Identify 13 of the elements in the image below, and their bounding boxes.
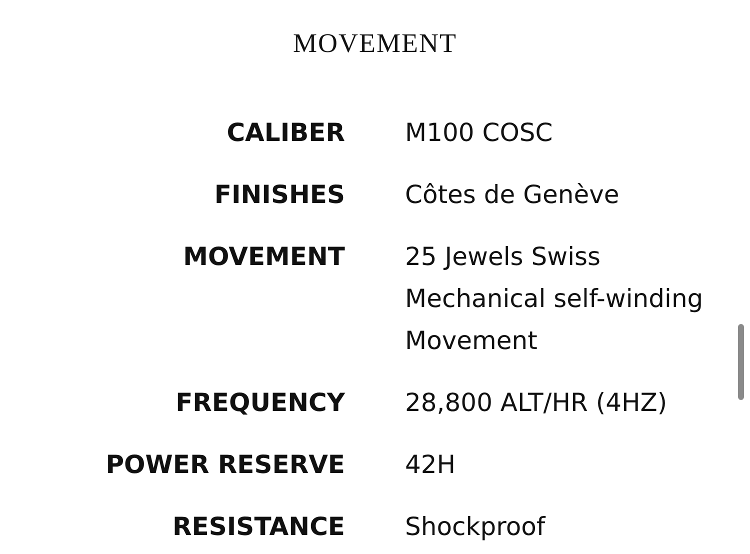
section-heading: MOVEMENT	[293, 28, 457, 59]
spec-label: FINISHES	[214, 179, 345, 211]
spec-label: CALIBER	[226, 117, 345, 149]
spec-value: 28,800 ALT/HR (4HZ)	[405, 387, 668, 419]
spec-label: FREQUENCY	[176, 387, 345, 419]
spec-value: 42H	[405, 449, 456, 481]
spec-label: MOVEMENT	[183, 241, 345, 273]
spec-label: RESISTANCE	[172, 511, 345, 543]
spec-value: Côtes de Genève	[405, 179, 620, 211]
spec-value: M100 COSC	[405, 117, 553, 149]
spec-value: 25 Jewels Swiss Mechanical self-winding Movement	[405, 241, 704, 357]
spec-value: Shockproof	[405, 511, 546, 543]
spec-label: POWER RESERVE	[106, 449, 345, 481]
